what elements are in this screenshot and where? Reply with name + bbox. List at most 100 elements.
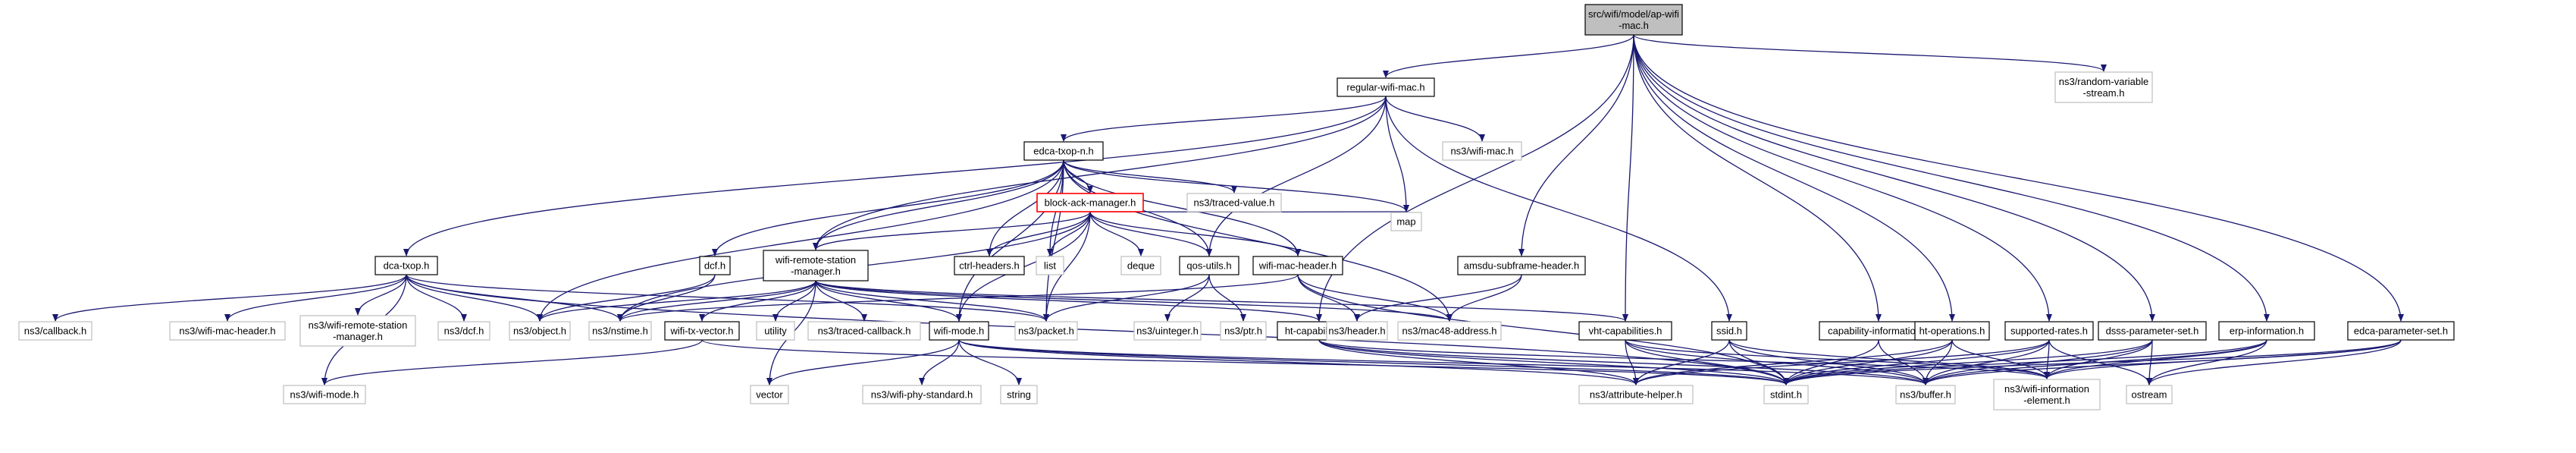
- node-label-ns3-traced-value: ns3/traced-value.h: [1194, 197, 1275, 209]
- edge-block-ack-manager-to-deque: [1089, 211, 1144, 256]
- node-supported-rates[interactable]: supported-rates.h: [2004, 321, 2094, 341]
- node-label-ns3-wifi-information-element: ns3/wifi-information: [2004, 383, 2089, 395]
- node-label-ns3-traced-callback: ns3/traced-callback.h: [818, 326, 911, 337]
- edge-root-to-vht-capabilities: [1622, 34, 1634, 322]
- edge-wifi-mac-header-to-ns3-mac48-address: [1297, 274, 1453, 322]
- edge-wifi-mode-to-ns3-buffer: [958, 339, 1929, 385]
- node-block-ack-manager[interactable]: block-ack-manager.h: [1036, 193, 1144, 212]
- edge-wifi-remote-station-manager-to-vht-capabilities: [815, 280, 1628, 322]
- edge-wifi-mac-header-to-ns3-nstime: [617, 274, 1299, 322]
- edge-dca-txop-to-ns3-dcf: [406, 274, 467, 322]
- node-box-ns3-traced-callback: [807, 321, 921, 341]
- node-ht-operations[interactable]: ht-operations.h: [1914, 321, 1990, 341]
- node-ns3-header: ns3/header.h: [1326, 321, 1388, 341]
- node-label-ns3-wifi-remote-station-manager: -manager.h: [333, 331, 383, 342]
- edge-root-to-regular-wifi-mac: [1383, 34, 1634, 78]
- edge-edca-txop-n-to-ns3-object: [537, 159, 1064, 322]
- node-box-stdint: [1763, 385, 1809, 404]
- node-label-utility: utility: [764, 326, 787, 337]
- node-qos-utils[interactable]: qos-utils.h: [1179, 256, 1239, 275]
- node-vht-capabilities[interactable]: vht-capabilities.h: [1578, 321, 1672, 341]
- edge-edca-txop-n-to-wifi-remote-station-manager: [813, 159, 1064, 250]
- node-label-string: string: [1007, 389, 1031, 401]
- edge-wifi-mode-to-ns3-attribute-helper: [958, 339, 1639, 385]
- node-regular-wifi-mac[interactable]: regular-wifi-mac.h: [1337, 77, 1435, 97]
- node-box-ctrl-headers: [954, 256, 1025, 275]
- node-label-ns3-packet: ns3/packet.h: [1018, 326, 1074, 337]
- node-label-ns3-dcf: ns3/dcf.h: [444, 326, 484, 337]
- node-label-vector: vector: [756, 389, 783, 401]
- edge-dcf-to-ns3-nstime: [617, 274, 716, 322]
- node-amsdu-subframe-header[interactable]: amsdu-subframe-header.h: [1457, 256, 1586, 275]
- node-label-ns3-wifi-mode: ns3/wifi-mode.h: [290, 389, 359, 401]
- edge-regular-wifi-mac-to-ssid: [1385, 96, 1732, 322]
- node-box-ns3-dcf: [437, 321, 490, 341]
- node-label-list: list: [1044, 260, 1056, 272]
- edge-qos-utils-to-ns3-packet: [1043, 274, 1210, 322]
- node-label-ssid: ssid.h: [1716, 326, 1742, 337]
- node-label-ns3-mac48-address: ns3/mac48-address.h: [1402, 326, 1496, 337]
- node-box-ht-operations: [1914, 321, 1990, 341]
- edge-wifi-mode-to-ns3-wifi-phy-standard: [919, 339, 960, 385]
- node-box-supported-rates: [2004, 321, 2094, 341]
- node-box-dca-txop: [374, 256, 438, 275]
- node-box-ns3-uinteger: [1133, 321, 1202, 341]
- edge-supported-rates-to-ns3-wifi-information-element: [2044, 339, 2051, 379]
- node-label-capability-information: capability-information.h: [1828, 326, 1929, 337]
- node-label-ns3-wifi-mac: ns3/wifi-mac.h: [1450, 146, 1513, 157]
- edge-edca-txop-n-to-dcf: [712, 159, 1064, 256]
- node-label-vht-capabilities: vht-capabilities.h: [1589, 326, 1662, 337]
- node-ctrl-headers[interactable]: ctrl-headers.h: [954, 256, 1025, 275]
- node-label-root: -mac.h: [1619, 20, 1649, 31]
- edge-wifi-tx-vector-to-ns3-wifi-mode: [321, 339, 703, 385]
- edge-dca-txop-to-ns3-object: [406, 274, 543, 322]
- node-box-ns3-nstime: [588, 321, 652, 341]
- node-label-ns3-object: ns3/object.h: [513, 326, 566, 337]
- node-root[interactable]: src/wifi/model/ap-wifi-mac.h: [1584, 4, 1683, 36]
- edge-root-to-dsss-parameter-set: [1633, 34, 2155, 322]
- node-dca-txop[interactable]: dca-txop.h: [374, 256, 438, 275]
- node-edca-txop-n[interactable]: edca-txop-n.h: [1023, 141, 1104, 161]
- edge-edca-txop-n-to-wifi-mac-header: [1063, 159, 1301, 256]
- edge-dca-txop-to-stdint: [406, 274, 1789, 385]
- node-box-ns3-wifi-mac-header: [169, 321, 286, 341]
- edge-edca-parameter-set-to-ns3-buffer: [1923, 339, 2402, 385]
- node-label-wifi-remote-station-manager: -manager.h: [791, 266, 841, 277]
- node-box-erp-information: [2218, 321, 2315, 341]
- node-label-ns3-attribute-helper: ns3/attribute-helper.h: [1590, 389, 1682, 401]
- node-label-ns3-nstime: ns3/nstime.h: [592, 326, 648, 337]
- node-list: list: [1036, 256, 1064, 275]
- node-ssid[interactable]: ssid.h: [1711, 321, 1747, 341]
- node-label-ns3-wifi-phy-standard: ns3/wifi-phy-standard.h: [871, 389, 973, 401]
- edge-block-ack-manager-to-qos-utils: [1089, 211, 1212, 256]
- node-box-dsss-parameter-set: [2098, 321, 2207, 341]
- edge-edca-txop-n-to-map: [1063, 159, 1409, 212]
- node-ns3-wifi-mac-header: ns3/wifi-mac-header.h: [169, 321, 286, 341]
- edge-qos-utils-to-ns3-uinteger: [1164, 274, 1210, 322]
- edge-ht-capabilities-to-ns3-buffer: [1318, 339, 1929, 385]
- node-wifi-remote-station-manager[interactable]: wifi-remote-station-manager.h: [763, 250, 869, 282]
- node-wifi-mac-header[interactable]: wifi-mac-header.h: [1252, 256, 1343, 275]
- node-wifi-mode[interactable]: wifi-mode.h: [929, 321, 989, 341]
- edge-erp-information-to-ostream: [2146, 339, 2267, 385]
- edge-regular-wifi-mac-to-map: [1385, 96, 1409, 212]
- node-erp-information[interactable]: erp-information.h: [2218, 321, 2315, 341]
- node-box-wifi-mode: [929, 321, 989, 341]
- node-wifi-tx-vector[interactable]: wifi-tx-vector.h: [664, 321, 740, 341]
- node-box-ns3-mac48-address: [1397, 321, 1502, 341]
- node-dcf[interactable]: dcf.h: [699, 256, 731, 275]
- edge-wifi-remote-station-manager-to-ns3-mac48-address: [815, 280, 1453, 322]
- node-label-wifi-mac-header: wifi-mac-header.h: [1258, 260, 1337, 272]
- node-box-ns3-traced-value: [1186, 193, 1282, 212]
- edge-edca-parameter-set-to-ns3-wifi-information-element: [2044, 339, 2402, 379]
- edge-wifi-remote-station-manager-to-wifi-mode: [815, 280, 962, 322]
- node-edca-parameter-set[interactable]: edca-parameter-set.h: [2347, 321, 2455, 341]
- node-label-ns3-uinteger: ns3/uinteger.h: [1136, 326, 1199, 337]
- edge-root-to-ht-operations: [1633, 34, 1955, 322]
- edge-root-to-capability-information: [1633, 34, 1882, 322]
- node-dsss-parameter-set[interactable]: dsss-parameter-set.h: [2098, 321, 2207, 341]
- node-label-deque: deque: [1127, 260, 1155, 272]
- edge-root-to-edca-parameter-set: [1633, 34, 2404, 322]
- node-box-ns3-packet: [1014, 321, 1078, 341]
